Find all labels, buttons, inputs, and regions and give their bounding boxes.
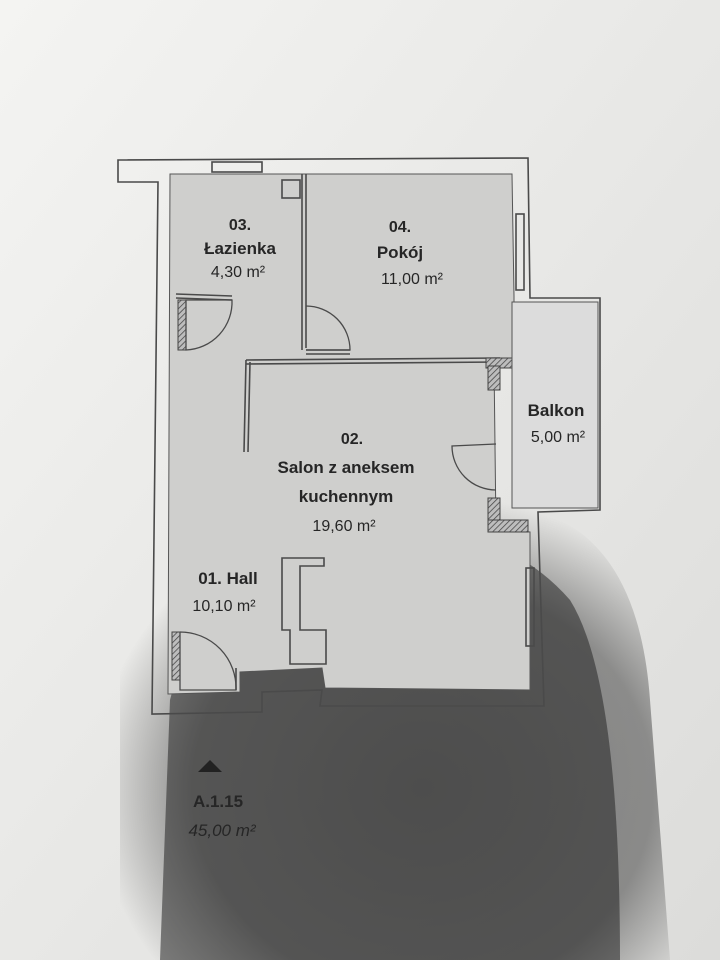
hall-name: 01. Hall bbox=[198, 569, 258, 588]
room-number: 04. bbox=[389, 219, 411, 236]
living-name-line2: kuchennym bbox=[299, 487, 393, 506]
apartment-code: A.1.15 bbox=[193, 792, 243, 811]
bathroom-number: 03. bbox=[229, 217, 251, 234]
living-name-line1: Salon z aneksem bbox=[277, 458, 414, 477]
label-bathroom: 03. Łazienka 4,30 m² bbox=[204, 217, 276, 281]
balcony-area: 5,00 m² bbox=[531, 429, 586, 446]
hall-area: 10,10 m² bbox=[192, 598, 256, 615]
apartment-info: A.1.15 45,00 m² bbox=[188, 792, 256, 840]
balcony-name: Balkon bbox=[528, 401, 585, 420]
floor-plan bbox=[117, 157, 601, 715]
living-area: 19,60 m² bbox=[312, 518, 376, 535]
door-bathroom bbox=[185, 299, 233, 351]
room-name: Pokój bbox=[377, 243, 423, 262]
label-room: 04. Pokój 11,00 m² bbox=[377, 219, 444, 288]
apartment-area: 45,00 m² bbox=[188, 821, 256, 840]
living-number: 02. bbox=[341, 431, 363, 448]
bathroom-area: 4,30 m² bbox=[211, 264, 266, 281]
room-area: 11,00 m² bbox=[381, 271, 444, 288]
bathroom-name: Łazienka bbox=[204, 239, 276, 258]
outer-wall bbox=[117, 157, 601, 715]
door-balcony bbox=[451, 443, 497, 491]
balcony-slab bbox=[511, 301, 599, 509]
door-room bbox=[305, 305, 351, 351]
label-living: 02. Salon z aneksem kuchennym 19,60 m² bbox=[277, 431, 414, 535]
label-hall: 01. Hall 10,10 m² bbox=[192, 569, 257, 615]
entrance-triangle-icon bbox=[198, 760, 222, 772]
label-balcony: Balkon 5,00 m² bbox=[528, 401, 586, 446]
